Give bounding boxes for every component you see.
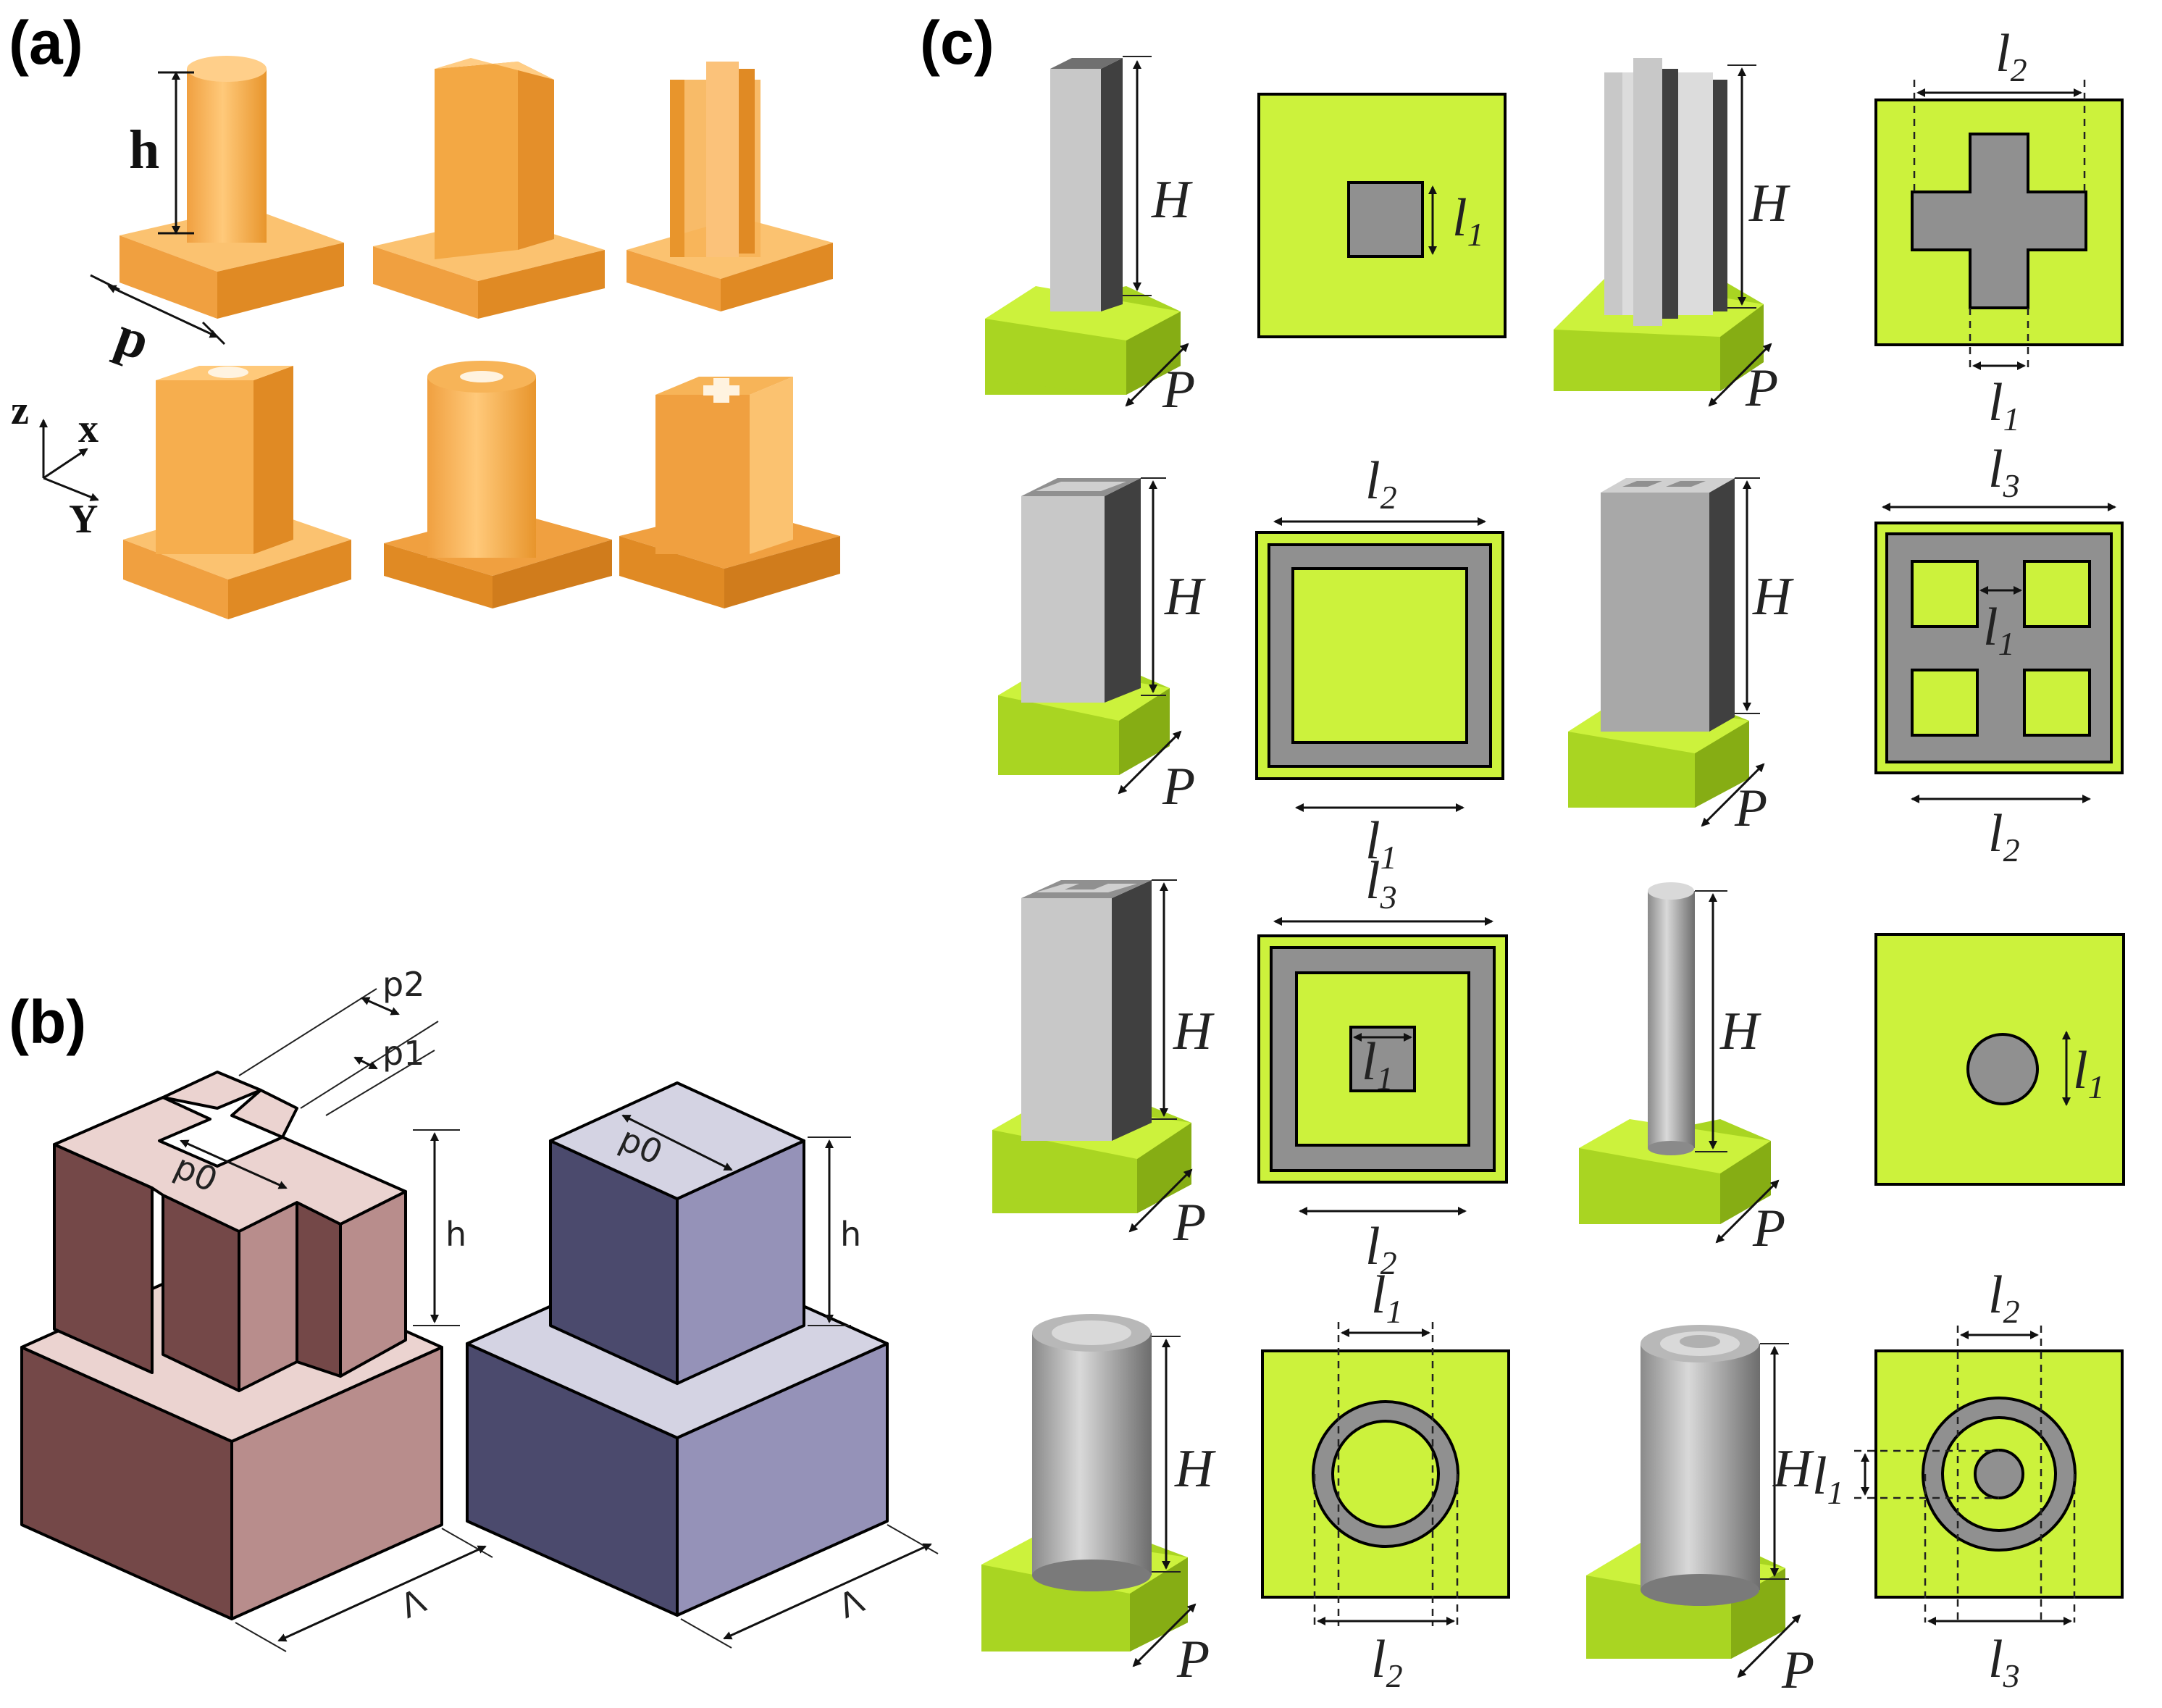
l-label-r4c2-bottom: l2 <box>1371 1630 1403 1694</box>
pillar-cross-3d <box>1554 58 1764 391</box>
lambda-label-block: Λ <box>833 1581 870 1626</box>
panel-c: (c) H P l1 <box>920 9 2125 1700</box>
p2-label: p2 <box>382 965 424 1004</box>
pillar-cylinder-with-hole <box>384 361 612 608</box>
P-label-r2c1: P <box>1162 757 1195 816</box>
P-label-r1c1: P <box>1162 360 1195 419</box>
pillar-square-with-cross-hole <box>619 377 840 608</box>
pillar-square-with-hole <box>123 366 351 619</box>
l-label-r4c4-side: l1 <box>1812 1447 1844 1511</box>
H-label-r1c1: H <box>1151 170 1193 230</box>
l-label-r3c2-mid: l1 <box>1362 1032 1394 1097</box>
p1-label: p1 <box>382 1034 424 1073</box>
l-label-r4c4-top: l2 <box>1988 1265 2020 1330</box>
l-label-r1c2: l1 <box>1452 188 1484 253</box>
H-label-r2c1: H <box>1164 567 1206 627</box>
P-label-r4c1: P <box>1176 1630 1210 1689</box>
l-label-r3c2-bottom: l2 <box>1365 1217 1397 1281</box>
top-view-four-holes <box>1874 522 2124 774</box>
P-label-r2c3: P <box>1734 779 1767 838</box>
pillar-hollow-square-3d <box>998 478 1170 775</box>
l-label-r2c4-top: l3 <box>1988 440 2020 504</box>
l-label-r4c4-bottom: l3 <box>1988 1630 2020 1694</box>
P-label-r3c1: P <box>1173 1193 1206 1252</box>
H-label-r1c3: H <box>1748 174 1790 233</box>
l-label-r2c2-bottom: l1 <box>1365 811 1397 876</box>
panel-a-label: (a) <box>9 9 83 77</box>
axis-y-label: Y <box>69 497 98 542</box>
pillar-four-holes-3d <box>1568 478 1749 808</box>
H-label-r4c1: H <box>1174 1439 1216 1499</box>
pillar-rectangular <box>373 58 605 319</box>
l-label-r1c4-bottom: l1 <box>1988 373 2020 438</box>
lambda-label-cross: Λ <box>395 1581 432 1626</box>
unit-cell-cross-maroon <box>20 1071 443 1620</box>
pillar-cross <box>627 62 833 311</box>
P-label-r4c3: P <box>1781 1641 1814 1700</box>
l-label-r2c4-bottom: l2 <box>1988 804 2020 868</box>
H-label-r3c1: H <box>1173 1002 1215 1061</box>
h-label-cross: h <box>445 1215 466 1254</box>
pillar-hollow-cylinder-3d <box>981 1314 1188 1652</box>
top-view-square <box>1257 93 1507 338</box>
panel-c-label: (c) <box>920 9 994 77</box>
p-label: p <box>108 305 157 372</box>
h-label-block: h <box>840 1215 861 1254</box>
H-label-r2c3: H <box>1752 567 1794 627</box>
panel-b: (b) p2 p1 p0 h Λ <box>9 965 939 1652</box>
xyz-axes: z x Y <box>11 388 99 542</box>
unit-cell-block-navy <box>466 1081 889 1617</box>
axis-x-label: x <box>78 406 99 451</box>
pillar-square-ring-core-3d <box>992 880 1191 1213</box>
top-view-circle <box>1874 933 2125 1186</box>
axis-z-label: z <box>11 388 29 433</box>
H-label-r3c3: H <box>1719 1002 1761 1061</box>
P-label-r1c3: P <box>1745 359 1778 418</box>
l-label-r3c2-top: l3 <box>1365 851 1397 916</box>
h-label: h <box>129 120 159 180</box>
H-label-r4c3: H <box>1772 1439 1814 1499</box>
top-view-hollow-square <box>1255 531 1504 780</box>
pillar-cylinder <box>120 56 344 319</box>
l-label-r2c4-mid: l1 <box>1983 598 2015 662</box>
top-view-ring <box>1261 1349 1510 1599</box>
l-label-r3c4: l1 <box>2073 1041 2105 1105</box>
panel-a: (a) h p <box>9 9 840 619</box>
top-view-cross <box>1874 99 2124 346</box>
P-label-r3c3: P <box>1752 1199 1785 1258</box>
l-label-r4c2-top: l1 <box>1371 1265 1403 1330</box>
top-view-square-ring-core <box>1257 934 1508 1184</box>
pillar-hollow-cylinder-core-3d <box>1586 1325 1785 1659</box>
l-label-r2c2-top: l2 <box>1365 451 1397 516</box>
p-dimension <box>107 285 219 338</box>
top-view-ring-core <box>1874 1349 2124 1599</box>
panel-b-label: (b) <box>9 988 86 1056</box>
l-label-r1c4-top: l2 <box>1995 24 2027 88</box>
